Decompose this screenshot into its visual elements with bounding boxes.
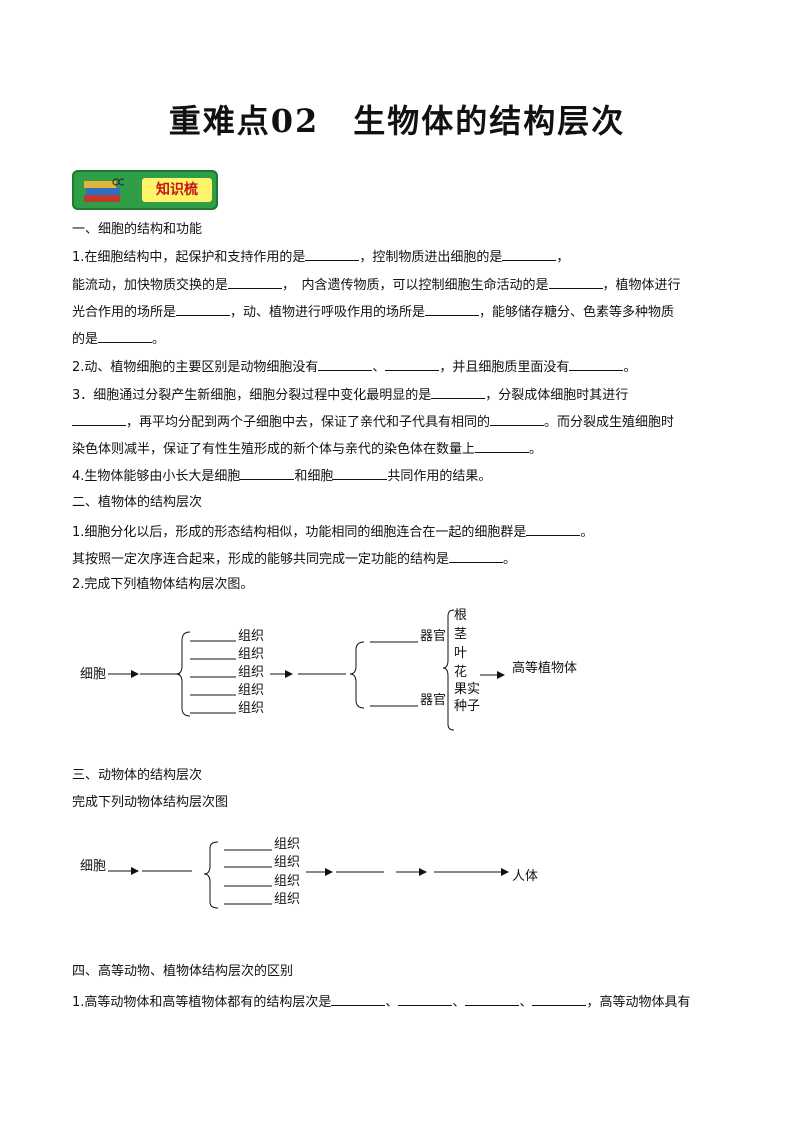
answer-blank[interactable] xyxy=(72,412,126,426)
text-line: 1.在细胞结构中，起保护和支持作用的是，控制物质进出细胞的是， xyxy=(72,247,569,267)
organ-stem: 茎 xyxy=(454,627,467,642)
section-heading: 二、植物体的结构层次 xyxy=(72,495,203,510)
plant-organ-label: 器官 xyxy=(420,692,446,708)
answer-blank[interactable] xyxy=(532,992,587,1006)
answer-blank[interactable] xyxy=(333,466,388,480)
answer-blank[interactable] xyxy=(398,992,453,1006)
badge-label: 知识梳 xyxy=(142,178,212,202)
answer-blank[interactable] xyxy=(569,357,624,371)
answer-blank[interactable] xyxy=(475,439,530,453)
text-line: 3．细胞通过分裂产生新细胞，细胞分裂过程中变化最明显的是，分裂成体细胞时其进行 xyxy=(72,385,628,405)
answer-blank[interactable] xyxy=(240,466,295,480)
text-line: 的是。 xyxy=(72,329,165,349)
text-line: 染色体则减半，保证了有性生殖形成的新个体与亲代的染色体在数量上。 xyxy=(72,439,542,459)
answer-blank[interactable] xyxy=(331,992,386,1006)
organ-root: 根 xyxy=(454,608,467,623)
plant-hierarchy-diagram: 细胞 组织 组织 组织 组织 组织 器官 器官 根 茎 叶 花 果实 种子 高等… xyxy=(80,608,577,731)
answer-blank[interactable] xyxy=(228,275,283,289)
text-line: 1.高等动物体和高等植物体都有的结构层次是、、、，高等动物体具有 xyxy=(72,992,690,1012)
text-line: ，再平均分配到两个子细胞中去，保证了亲代和子代具有相同的。而分裂成生殖细胞时 xyxy=(72,412,674,432)
text-line: 2.完成下列植物体结构层次图。 xyxy=(72,577,254,592)
answer-blank[interactable] xyxy=(305,247,360,261)
organ-leaf: 叶 xyxy=(454,646,467,661)
answer-blank[interactable] xyxy=(465,992,520,1006)
plant-tissue-label: 组织 xyxy=(238,683,264,698)
plant-result-label: 高等植物体 xyxy=(512,660,577,676)
knowledge-badge: 知识梳 xyxy=(72,170,218,210)
answer-blank[interactable] xyxy=(98,329,153,343)
organ-flower: 花 xyxy=(454,664,467,680)
plant-tissue-label: 组织 xyxy=(238,647,264,662)
answer-blank[interactable] xyxy=(548,275,603,289)
answer-blank[interactable] xyxy=(502,247,557,261)
section-heading: 四、高等动物、植物体结构层次的区别 xyxy=(72,964,294,979)
animal-hierarchy-diagram: 细胞 组织 组织 组织 组织 人体 xyxy=(80,837,538,909)
plant-organ-label: 器官 xyxy=(420,628,446,644)
section-heading: 三、动物体的结构层次 xyxy=(72,768,203,783)
animal-tissue-label: 组织 xyxy=(274,892,300,907)
animal-cell-label: 细胞 xyxy=(80,859,106,874)
animal-tissue-list: 组织 组织 组织 组织 xyxy=(224,837,300,907)
plant-tissue-label: 组织 xyxy=(238,665,264,680)
animal-tissue-label: 组织 xyxy=(274,837,300,852)
answer-blank[interactable] xyxy=(385,357,440,371)
page-title: 重难点02 生物体的结构层次 xyxy=(168,102,626,140)
books-icon xyxy=(84,178,124,202)
animal-tissue-label: 组织 xyxy=(274,874,300,889)
text-line: 能流动，加快物质交换的是， 内含遗传物质，可以控制细胞生命活动的是，植物体进行 xyxy=(72,275,681,295)
plant-cell-label: 细胞 xyxy=(80,667,106,682)
answer-blank[interactable] xyxy=(449,549,504,563)
organ-fruit: 果实 xyxy=(454,682,480,697)
organ-seed: 种子 xyxy=(454,699,480,714)
plant-tissue-label: 组织 xyxy=(238,629,264,644)
plant-tissue-label: 组织 xyxy=(238,701,264,716)
answer-blank[interactable] xyxy=(490,412,545,426)
text-line: 4.生物体能够由小长大是细胞和细胞共同作用的结果。 xyxy=(72,466,491,486)
text-line: 其按照一定次序连合起来，形成的能够共同完成一定功能的结构是。 xyxy=(72,549,516,569)
text-line: 完成下列动物体结构层次图 xyxy=(72,795,229,810)
answer-blank[interactable] xyxy=(318,357,373,371)
answer-blank[interactable] xyxy=(176,302,231,316)
answer-blank[interactable] xyxy=(431,385,486,399)
section-heading: 一、细胞的结构和功能 xyxy=(72,222,203,237)
plant-tissue-list: 组织 组织 组织 组织 组织 xyxy=(190,629,264,716)
animal-tissue-label: 组织 xyxy=(274,855,300,870)
plant-organ-list: 根 茎 叶 花 果实 种子 xyxy=(454,608,480,714)
answer-blank[interactable] xyxy=(425,302,480,316)
answer-blank[interactable] xyxy=(526,522,581,536)
text-line: 2.动、植物细胞的主要区别是动物细胞没有、，并且细胞质里面没有。 xyxy=(72,357,636,377)
text-line: 光合作用的场所是，动、植物进行呼吸作用的场所是，能够储存糖分、色素等多种物质 xyxy=(72,302,674,322)
text-line: 1.细胞分化以后，形成的形态结构相似，功能相同的细胞连合在一起的细胞群是。 xyxy=(72,522,593,542)
animal-result-label: 人体 xyxy=(512,869,538,884)
